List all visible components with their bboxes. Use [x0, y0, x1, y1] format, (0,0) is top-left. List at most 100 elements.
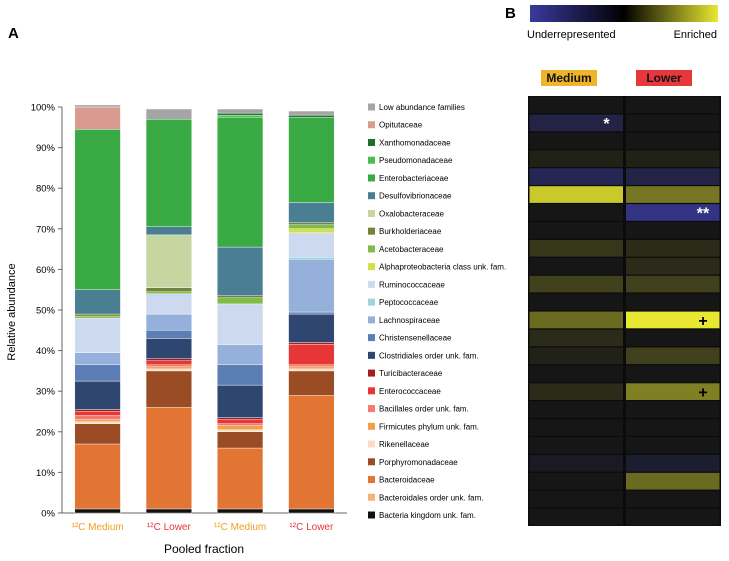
bar-segment	[74, 315, 121, 319]
heatmap-cell	[529, 311, 623, 329]
legend-label: Low abundance families	[379, 103, 465, 112]
legend-label: Enterococcaceae	[379, 387, 441, 396]
heatmap-cell	[626, 490, 720, 508]
bar-segment	[288, 228, 335, 234]
heatmap-cell	[626, 347, 720, 365]
heatmap-cell	[626, 419, 720, 436]
y-tick-label: 0%	[41, 509, 55, 520]
bar-segment	[145, 360, 192, 366]
y-tick-label: 60%	[36, 265, 56, 276]
y-tick-label: 20%	[36, 427, 56, 438]
heatmap-cell	[626, 168, 720, 185]
bar-segment	[217, 364, 264, 386]
legend-label: Burkholderiaceae	[379, 227, 442, 236]
heatmap-cell	[626, 472, 720, 490]
bar-segment	[145, 226, 192, 236]
heatmap-cell	[529, 150, 623, 168]
bar-segment	[217, 112, 264, 116]
heatmap-cell	[626, 365, 720, 383]
bar-segment	[145, 366, 192, 370]
legend-label: Christensenellaceae	[379, 334, 452, 343]
heatmap-annotation: +	[698, 313, 707, 330]
legend-swatch	[368, 511, 375, 519]
heatmap-cell	[626, 401, 720, 418]
heatmap-cell	[626, 96, 720, 114]
bar-segment	[145, 508, 192, 514]
bar-segment	[74, 508, 121, 514]
bar-segment	[74, 289, 121, 315]
panel-a-letter: A	[8, 25, 19, 42]
heatmap-cell	[529, 490, 623, 508]
y-tick-label: 50%	[36, 306, 56, 317]
stacked-bar-chart: 0%10%20%30%40%50%60%70%80%90%100% ¹²C Me…	[6, 103, 347, 556]
bar-segment	[74, 129, 121, 290]
bars	[74, 104, 335, 514]
legend-swatch	[368, 138, 375, 146]
heatmap-cell	[626, 437, 720, 454]
bar-segment	[217, 447, 264, 510]
y-tick-label: 70%	[36, 224, 56, 235]
bar-segment	[288, 364, 335, 368]
legend-swatch	[368, 351, 375, 359]
bar-segment	[145, 291, 192, 294]
bar-segment	[145, 313, 192, 331]
heatmap-annotation: *	[603, 116, 610, 133]
heatmap-cell	[529, 275, 623, 293]
bar-segment	[288, 259, 335, 313]
x-tick-label: ¹²C Medium	[214, 522, 266, 533]
legend-swatch	[368, 458, 375, 466]
heatmap-cell	[529, 419, 623, 436]
bar-segment	[217, 295, 264, 299]
heatmap-cell	[529, 222, 623, 239]
bar-segment	[288, 313, 335, 343]
heatmap-cell	[529, 347, 623, 365]
heatmap-cell	[529, 204, 623, 221]
heatmap-cell	[626, 508, 720, 526]
y-tick-label: 40%	[36, 346, 56, 357]
legend-label: Desulfovibrionaceae	[379, 192, 452, 201]
bar-segment	[74, 313, 121, 317]
legend-label: Bacillales order unk. fam.	[379, 405, 469, 414]
bar-segment	[74, 443, 121, 510]
colorbar: Underrepresented Enriched	[527, 5, 718, 41]
legend-label: Firmicutes phylum unk. fam.	[379, 422, 479, 431]
legend-label: Porphyromonadaceae	[379, 458, 458, 467]
legend-swatch	[368, 476, 375, 484]
x-axis-label: Pooled fraction	[164, 542, 244, 556]
legend-label: Bacteroidaceae	[379, 476, 435, 485]
bar-segment	[288, 116, 335, 203]
heatmap-cell	[529, 454, 623, 472]
legend: Low abundance familiesOpitutaceaeXanthom…	[368, 103, 506, 520]
bar-segment	[288, 311, 335, 315]
bar-segment	[74, 317, 121, 353]
bar-segment	[217, 116, 264, 248]
bar-segment	[74, 364, 121, 382]
legend-label: Bacteria kingdom unk. fam.	[379, 511, 476, 520]
heatmap-cell	[529, 293, 623, 311]
bar-segment	[145, 108, 192, 120]
bar-segment	[217, 384, 264, 418]
bar-segment	[217, 431, 264, 449]
heatmap-header-label: Medium	[546, 71, 591, 85]
heatmap-cell	[626, 222, 720, 239]
bar-segment	[288, 224, 335, 230]
heatmap-cell	[529, 472, 623, 490]
bar-segment	[217, 417, 264, 420]
heatmap-cell	[529, 168, 623, 185]
legend-swatch	[368, 298, 375, 306]
bar-segment	[217, 419, 264, 424]
heatmap-cell	[529, 365, 623, 383]
bar-segment	[145, 118, 192, 227]
legend-swatch	[368, 192, 375, 200]
y-tick-label: 30%	[36, 387, 56, 398]
legend-swatch	[368, 245, 375, 253]
heatmap-cell	[529, 114, 623, 132]
heatmap-cell	[626, 257, 720, 275]
bar-segment	[145, 364, 192, 368]
legend-label: Lachnospiraceae	[379, 316, 440, 325]
heatmap-cell	[626, 239, 720, 257]
